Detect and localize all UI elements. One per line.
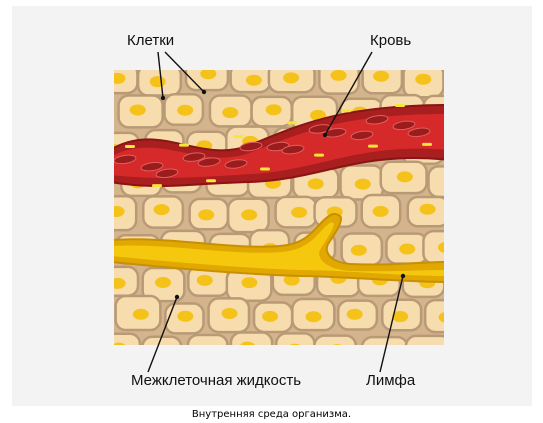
cell-nucleus xyxy=(306,311,322,322)
cell-nucleus xyxy=(177,311,193,322)
cell-nucleus xyxy=(397,171,413,182)
tissue-cell xyxy=(406,336,451,366)
cell-nucleus xyxy=(155,277,171,288)
plasma-mark xyxy=(233,135,243,138)
cell-nucleus xyxy=(329,344,345,355)
tissue-cell xyxy=(276,333,314,364)
cell-nucleus xyxy=(197,275,213,286)
cell-nucleus xyxy=(110,278,126,289)
label-interstitial-fluid: Межклеточная жидкость xyxy=(131,372,301,389)
plasma-mark xyxy=(125,145,135,148)
tissue-cell xyxy=(425,300,470,332)
figure-caption: Внутренняя среда организма. xyxy=(0,409,543,420)
cell-nucleus xyxy=(287,344,303,355)
label-blood: Кровь xyxy=(370,32,411,49)
tissue-cell xyxy=(314,336,355,368)
cell-nucleus xyxy=(109,73,125,84)
cell-nucleus xyxy=(177,105,193,116)
plasma-mark xyxy=(422,143,432,146)
plasma-mark xyxy=(152,184,162,187)
cell-nucleus xyxy=(111,343,127,354)
cell-nucleus xyxy=(130,105,146,116)
cell-nucleus xyxy=(351,245,367,256)
cell-nucleus xyxy=(373,71,389,82)
label-cells: Клетки xyxy=(127,32,174,49)
tissue-cell xyxy=(423,231,468,263)
cell-nucleus xyxy=(439,312,455,323)
cell-nucleus xyxy=(445,177,461,188)
plasma-mark xyxy=(314,154,324,157)
cell-nucleus xyxy=(420,204,436,215)
cell-nucleus xyxy=(222,308,238,319)
plasma-mark xyxy=(368,145,378,148)
cell-nucleus xyxy=(246,75,262,86)
plasma-mark xyxy=(341,109,351,112)
cell-nucleus xyxy=(308,178,324,189)
cell-nucleus xyxy=(198,209,214,220)
cell-nucleus xyxy=(438,242,454,253)
tissue-cell xyxy=(142,337,181,368)
cell-nucleus xyxy=(133,309,149,320)
tissue-cell xyxy=(96,334,140,364)
cell-nucleus xyxy=(266,104,282,115)
tissue-cell xyxy=(428,166,470,197)
plasma-mark xyxy=(206,179,216,182)
tissue-cell xyxy=(188,335,228,367)
plasma-mark xyxy=(260,167,270,170)
label-lymph: Лимфа xyxy=(366,372,415,389)
cell-nucleus xyxy=(197,345,213,356)
plasma-mark xyxy=(179,144,189,147)
cell-nucleus xyxy=(331,70,347,81)
cell-nucleus xyxy=(241,209,257,220)
plasma-mark xyxy=(287,121,297,124)
cell-nucleus xyxy=(240,342,256,353)
cell-nucleus xyxy=(222,107,238,118)
cell-nucleus xyxy=(347,309,363,320)
cell-nucleus xyxy=(109,206,125,217)
tissue-cell xyxy=(231,333,272,363)
plasma-mark xyxy=(395,104,405,107)
cell-nucleus xyxy=(262,311,278,322)
cell-nucleus xyxy=(200,68,216,79)
cell-nucleus xyxy=(241,277,257,288)
cell-nucleus xyxy=(420,347,436,358)
cell-nucleus xyxy=(150,76,166,87)
cell-nucleus xyxy=(373,206,389,217)
cell-nucleus xyxy=(154,204,170,215)
cell-nucleus xyxy=(399,243,415,254)
cell-nucleus xyxy=(355,179,371,190)
cell-nucleus xyxy=(283,72,299,83)
cell-nucleus xyxy=(375,346,391,357)
cell-nucleus xyxy=(415,74,431,85)
cell-nucleus xyxy=(291,207,307,218)
